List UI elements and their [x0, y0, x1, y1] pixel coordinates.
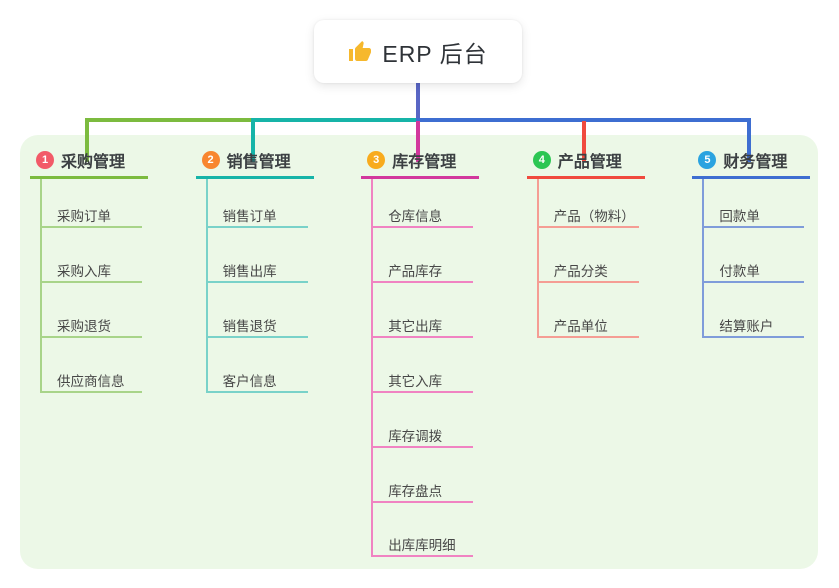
child-node-line — [536, 335, 639, 338]
child-node[interactable]: 仓库信息 — [388, 209, 443, 224]
child-node-line — [371, 500, 474, 503]
connector-root-line — [416, 83, 421, 122]
branch-underline-5 — [692, 176, 811, 179]
child-node[interactable]: 产品分类 — [553, 263, 608, 279]
child-node-line — [702, 226, 805, 228]
branch-trunk-line-3 — [371, 179, 374, 558]
branch-underline-3 — [361, 176, 480, 179]
child-node[interactable]: 产品库存 — [388, 263, 443, 279]
child-node[interactable]: 采购入库 — [57, 263, 111, 279]
branch-trunk-line-1 — [40, 179, 42, 393]
branch-trunk-line-5 — [702, 179, 705, 338]
connector-bus-segment-3 — [416, 118, 752, 122]
child-node-line — [702, 280, 805, 283]
child-node-line — [371, 390, 474, 393]
child-node[interactable]: 销售订单 — [222, 209, 277, 224]
branch-trunk-line-4 — [536, 179, 539, 338]
connector-drop-4 — [581, 121, 586, 162]
branch-underline-2 — [195, 176, 314, 179]
branch-underline-4 — [526, 176, 645, 179]
branch-label: 产品管理 — [557, 154, 622, 171]
child-node-line — [371, 555, 474, 558]
child-node-line — [205, 390, 308, 393]
child-node-line — [205, 335, 308, 338]
branch-label: 采购管理 — [61, 154, 126, 171]
branch-header-2[interactable]: 2 销售管理 — [201, 148, 291, 172]
child-node[interactable]: 付款单 — [719, 263, 760, 279]
branch-number-badge: 4 — [532, 151, 551, 169]
child-node-line — [371, 445, 474, 448]
branch-number-badge: 1 — [36, 151, 54, 169]
branches-panel — [20, 135, 818, 569]
branch-number-badge: 2 — [201, 151, 220, 169]
child-node[interactable]: 销售出库 — [222, 263, 277, 279]
child-node[interactable]: 采购退货 — [57, 318, 111, 334]
branch-label: 财务管理 — [723, 154, 788, 171]
branch-number-badge: 5 — [698, 151, 717, 169]
child-node-line — [205, 280, 308, 283]
child-node[interactable]: 产品单位 — [553, 318, 608, 334]
child-node[interactable]: 供应商信息 — [57, 373, 125, 389]
child-node[interactable]: 回款单 — [719, 209, 760, 224]
connector-drop-1 — [85, 121, 89, 162]
root-label: ERP 后台 — [382, 40, 488, 67]
branch-header-3[interactable]: 3 库存管理 — [367, 148, 456, 172]
thumbs-up-icon — [349, 40, 372, 61]
child-node-line — [536, 280, 639, 283]
branch-underline-1 — [30, 176, 148, 179]
root-node[interactable]: ERP 后台 — [314, 20, 522, 83]
child-node[interactable]: 库存盘点 — [388, 483, 443, 499]
child-node[interactable]: 客户信息 — [222, 373, 277, 389]
child-node-line — [536, 226, 639, 228]
child-node-line — [371, 280, 474, 283]
child-node[interactable]: 出库库明细 — [388, 538, 456, 554]
connector-drop-3 — [416, 121, 421, 162]
child-node-line — [205, 226, 308, 228]
child-node[interactable]: 其它入库 — [388, 373, 443, 389]
child-node-line — [371, 335, 474, 338]
branch-header-5[interactable]: 5 财务管理 — [698, 148, 787, 172]
connector-drop-2 — [250, 121, 255, 162]
child-node-line — [702, 335, 805, 338]
child-node[interactable]: 采购订单 — [57, 209, 111, 224]
child-node-line — [40, 390, 142, 393]
branch-trunk-line-2 — [205, 179, 208, 393]
branch-header-4[interactable]: 4 产品管理 — [532, 148, 622, 172]
connector-drop-5 — [747, 121, 752, 162]
branch-number-badge: 3 — [367, 151, 386, 169]
branch-label: 库存管理 — [392, 154, 457, 171]
child-node-line — [40, 226, 142, 228]
child-node[interactable]: 库存调拨 — [388, 428, 443, 444]
child-node[interactable]: 销售退货 — [222, 318, 277, 334]
child-node-line — [40, 335, 142, 338]
child-node[interactable]: 其它出库 — [388, 318, 443, 334]
child-node[interactable]: 结算账户 — [719, 318, 774, 334]
child-node-line — [371, 226, 474, 228]
child-node-line — [40, 280, 142, 283]
branch-header-1[interactable]: 1 采购管理 — [36, 148, 125, 172]
connector-bus-segment-2 — [250, 118, 421, 122]
branch-label: 销售管理 — [226, 154, 291, 171]
connector-bus-segment-1 — [85, 118, 255, 122]
child-node[interactable]: 产品（物料） — [553, 209, 635, 224]
